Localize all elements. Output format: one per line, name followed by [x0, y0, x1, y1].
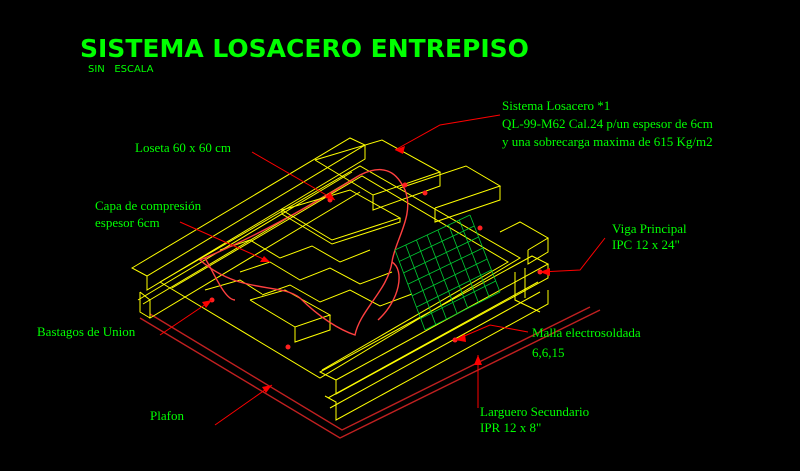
mesh-line — [448, 224, 479, 304]
label-viga-1: Viga Principal — [612, 221, 687, 236]
mesh-line — [411, 258, 488, 297]
label-viga-2: IPC 12 x 24" — [612, 237, 680, 252]
mesh-line — [416, 239, 447, 320]
diagram-subtitle: SIN ESCALA — [88, 64, 154, 75]
label-malla-1: Malla electrosoldada — [532, 325, 641, 340]
mesh-line — [458, 219, 490, 298]
secondary-purlins — [204, 139, 549, 343]
arrow-heads — [202, 146, 550, 393]
mesh-line — [399, 225, 475, 262]
mesh-line — [394, 249, 426, 331]
leader-lines — [159, 114, 606, 426]
main-beam-left — [130, 137, 367, 319]
label-sistema-1: Sistema Losacero *1 — [502, 98, 610, 113]
label-sistema-2: QL-99-M62 Cal.24 p/un espesor de 6cm — [502, 116, 713, 131]
diagram-title: SISTEMA LOSACERO ENTREPISO — [80, 34, 529, 63]
compression-layer — [198, 168, 409, 336]
label-capa-2: espesor 6cm — [95, 215, 160, 230]
label-larguero-1: Larguero Secundario — [480, 404, 589, 419]
welded-mesh — [394, 214, 501, 331]
label-sistema-3: y una sobrecarga maxima de 615 Kg/m2 — [502, 134, 713, 149]
label-loseta: Loseta 60 x 60 cm — [135, 140, 231, 155]
labels: Sistema Losacero *1 QL-99-M62 Cal.24 p/u… — [37, 98, 713, 435]
mesh-line — [437, 229, 469, 309]
mesh-line — [394, 214, 471, 251]
label-bastagos: Bastagos de Union — [37, 324, 136, 339]
mesh-line — [405, 244, 437, 325]
mesh-line — [407, 247, 484, 285]
mesh-line — [469, 214, 501, 293]
mesh-line — [424, 291, 501, 331]
plafon-plane — [139, 306, 601, 439]
label-malla-2: 6,6,15 — [532, 345, 565, 360]
main-beam-right — [318, 255, 550, 421]
label-plafon: Plafon — [150, 408, 184, 423]
mesh-line — [403, 236, 479, 274]
mesh-line — [416, 269, 492, 308]
label-capa-1: Capa de compresión — [95, 198, 202, 213]
deck-slab — [159, 165, 521, 379]
label-larguero-2: IPR 12 x 8" — [480, 420, 541, 435]
mesh-line — [420, 280, 496, 319]
mesh-line — [426, 234, 458, 314]
